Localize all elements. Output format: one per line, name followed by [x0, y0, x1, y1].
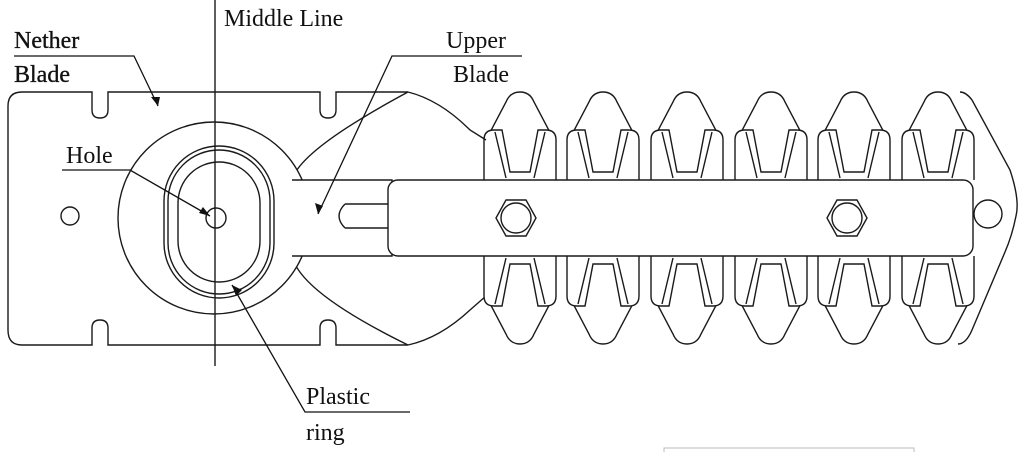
label-plastic-ring-line2: ring — [306, 420, 345, 446]
tooth-top-inner — [901, 129, 975, 180]
teeth-top-row — [407, 91, 975, 346]
bolt-right — [826, 199, 868, 237]
label-middle-line: Middle Line — [224, 6, 343, 32]
plastic-ring-outer — [163, 145, 275, 299]
tooth-bottom-edge — [577, 257, 629, 305]
label-upper-blade-line1: Upper — [446, 28, 506, 54]
label-upper-blade-line2: Blade — [453, 62, 509, 88]
tooth-top-edge — [661, 131, 713, 179]
tooth-bottom-edge — [661, 257, 713, 305]
upper-blade-leader — [317, 55, 522, 215]
label-plastic-ring-line1: Plastic — [306, 384, 370, 410]
hole — [205, 207, 227, 229]
tooth-bottom-inner — [901, 256, 975, 307]
tooth-bottom-edge — [494, 257, 546, 305]
tooth-bottom-edge — [828, 257, 880, 305]
tooth-bottom-inner — [650, 256, 724, 307]
label-nether-blade-line2: Blade — [14, 62, 70, 88]
tooth-top-inner — [650, 129, 724, 180]
arm-slot — [338, 203, 392, 229]
frame-edge — [663, 447, 915, 452]
tooth-bottom-edge — [912, 257, 964, 305]
blade-tip — [957, 91, 1018, 345]
tooth-top-edge — [577, 131, 629, 179]
nether-blade-leader — [14, 55, 159, 107]
label-hole: Hole — [66, 143, 113, 169]
tooth-bottom-inner — [483, 256, 557, 307]
hole-leader — [62, 169, 211, 217]
tip-hole — [973, 199, 1003, 229]
tooth-top-edge — [745, 131, 797, 179]
nether-blade-transition — [407, 91, 487, 346]
tooth-top-inner — [566, 129, 640, 180]
teeth-bottom-row — [483, 256, 975, 345]
label-nether-blade-line1: Nether — [14, 28, 79, 54]
tooth-top-edge — [912, 131, 964, 179]
upper-blade-plate — [387, 179, 974, 257]
plastic-ring-leader — [231, 284, 410, 413]
tooth-bottom-edge — [745, 257, 797, 305]
tooth-top-edge — [828, 131, 880, 179]
bolt-left — [495, 199, 537, 237]
tooth-top-inner — [483, 129, 557, 180]
plastic-ring-inner — [177, 161, 261, 283]
tooth-bottom-inner — [566, 256, 640, 307]
tooth-bottom-inner — [817, 256, 891, 307]
tooth-top-inner — [817, 129, 891, 180]
connecting-arm — [292, 179, 393, 257]
pivot-assembly — [117, 121, 311, 315]
tooth-bottom-inner — [734, 256, 808, 307]
tooth-top-inner — [734, 129, 808, 180]
tooth-top-edge — [494, 131, 546, 179]
